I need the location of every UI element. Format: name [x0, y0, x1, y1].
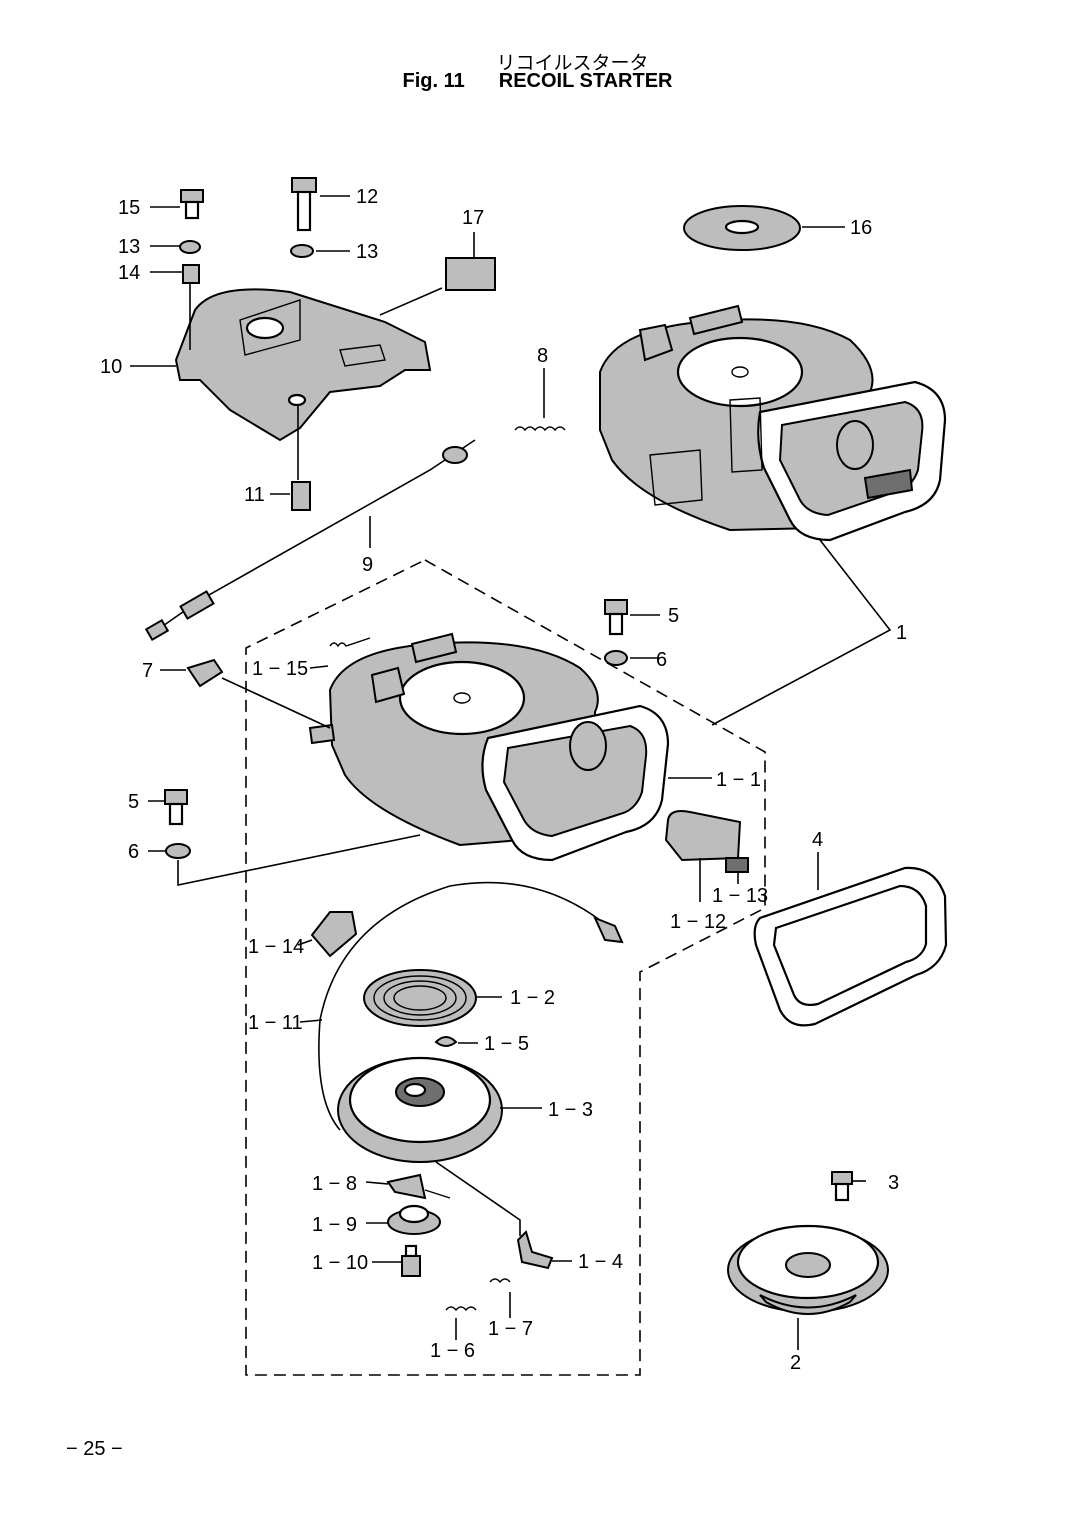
plate-1-8	[386, 1173, 427, 1200]
top-cover	[174, 288, 432, 442]
callout-1-12: 1 − 12	[670, 911, 726, 933]
figure-title: RECOIL STARTER	[498, 70, 673, 92]
part-17-label	[445, 257, 496, 291]
callout-1-8: 1 − 8	[312, 1173, 357, 1195]
page-number: − 25 −	[66, 1438, 123, 1460]
spiral-spring-1-2	[363, 969, 477, 1027]
handle-1-12	[664, 810, 742, 862]
screw-3	[831, 1171, 853, 1202]
washer-13a	[179, 240, 201, 254]
callout-1-15: 1 − 15	[252, 658, 308, 680]
callout-2: 2	[790, 1352, 801, 1374]
washer-6a	[604, 650, 628, 666]
spring-1-6	[445, 1306, 477, 1312]
starter-case-assembly	[599, 304, 947, 542]
leader-1-15	[309, 665, 329, 669]
callout-13a: 13	[118, 236, 140, 258]
clip-1-5	[434, 1036, 458, 1047]
rope-1-11	[318, 881, 611, 1131]
callout-1-9: 1 − 9	[312, 1214, 357, 1236]
clip-1-13	[725, 857, 749, 873]
bracket-1-14	[310, 911, 358, 958]
callout-1-10: 1 − 10	[312, 1252, 368, 1274]
callout-1-14: 1 − 14	[248, 936, 304, 958]
washer-13b	[290, 244, 314, 258]
washer-6b	[165, 843, 191, 859]
bolt-5b	[164, 789, 188, 826]
spacer-11	[291, 481, 311, 511]
callout-14: 14	[118, 262, 140, 284]
guide-1-9	[387, 1204, 441, 1235]
callout-7: 7	[142, 660, 153, 682]
leader-1	[711, 539, 892, 726]
bolt-12	[291, 177, 317, 232]
leader-1-4-stem	[435, 1161, 521, 1236]
callout-5a: 5	[668, 605, 679, 627]
leader-1-8	[365, 1181, 389, 1185]
callout-1-13: 1 − 13	[712, 885, 768, 907]
callout-6a: 6	[656, 649, 667, 671]
spacer-14	[182, 264, 200, 284]
callout-1-2: 1 − 2	[510, 987, 555, 1009]
ratchet-1-4	[516, 1230, 554, 1270]
callout-1-11: 1 − 11	[248, 1012, 303, 1034]
callout-17: 17	[462, 207, 484, 229]
callout-4: 4	[812, 829, 823, 851]
callout-3: 3	[888, 1172, 899, 1194]
leader-17	[379, 232, 475, 316]
bolt-5a	[604, 599, 628, 636]
case-1-1	[308, 632, 670, 862]
figure-heading: Fig. 11 RECOIL STARTER	[0, 70, 1075, 93]
leader-6b-bar	[177, 834, 421, 886]
bolt-15	[180, 189, 204, 220]
spring-8	[514, 426, 566, 432]
callout-6b: 6	[128, 841, 139, 863]
reel-1-3	[337, 1056, 503, 1163]
leader-1-11	[299, 1019, 323, 1023]
leader-1-14	[297, 939, 313, 946]
spring-1-7	[489, 1278, 511, 1284]
part-7-clip	[186, 658, 224, 688]
callout-10: 10	[100, 356, 122, 378]
screw-1-10	[401, 1244, 421, 1277]
callout-1: 1	[896, 622, 907, 644]
spring-1-15	[329, 637, 371, 648]
callout-1-1: 1 − 1	[716, 769, 761, 791]
leader-7	[160, 669, 331, 729]
callout-1-4: 1 − 4	[578, 1251, 623, 1273]
callout-1-5: 1 − 5	[484, 1033, 529, 1055]
pulley-2	[727, 1224, 889, 1315]
callout-1-3: 1 − 3	[548, 1099, 593, 1121]
callout-8: 8	[537, 345, 548, 367]
callout-1-7: 1 − 7	[488, 1318, 533, 1340]
callout-12: 12	[356, 186, 378, 208]
callout-16: 16	[850, 217, 872, 239]
callout-1-6: 1 − 6	[430, 1340, 475, 1362]
callout-5b: 5	[128, 791, 139, 813]
callout-13b: 13	[356, 241, 378, 263]
title-japanese: リコイルスタータ	[496, 52, 649, 74]
callout-15: 15	[118, 197, 140, 219]
callout-9: 9	[362, 554, 373, 576]
callout-11: 11	[244, 484, 265, 506]
figure-number: Fig. 11	[402, 70, 465, 92]
